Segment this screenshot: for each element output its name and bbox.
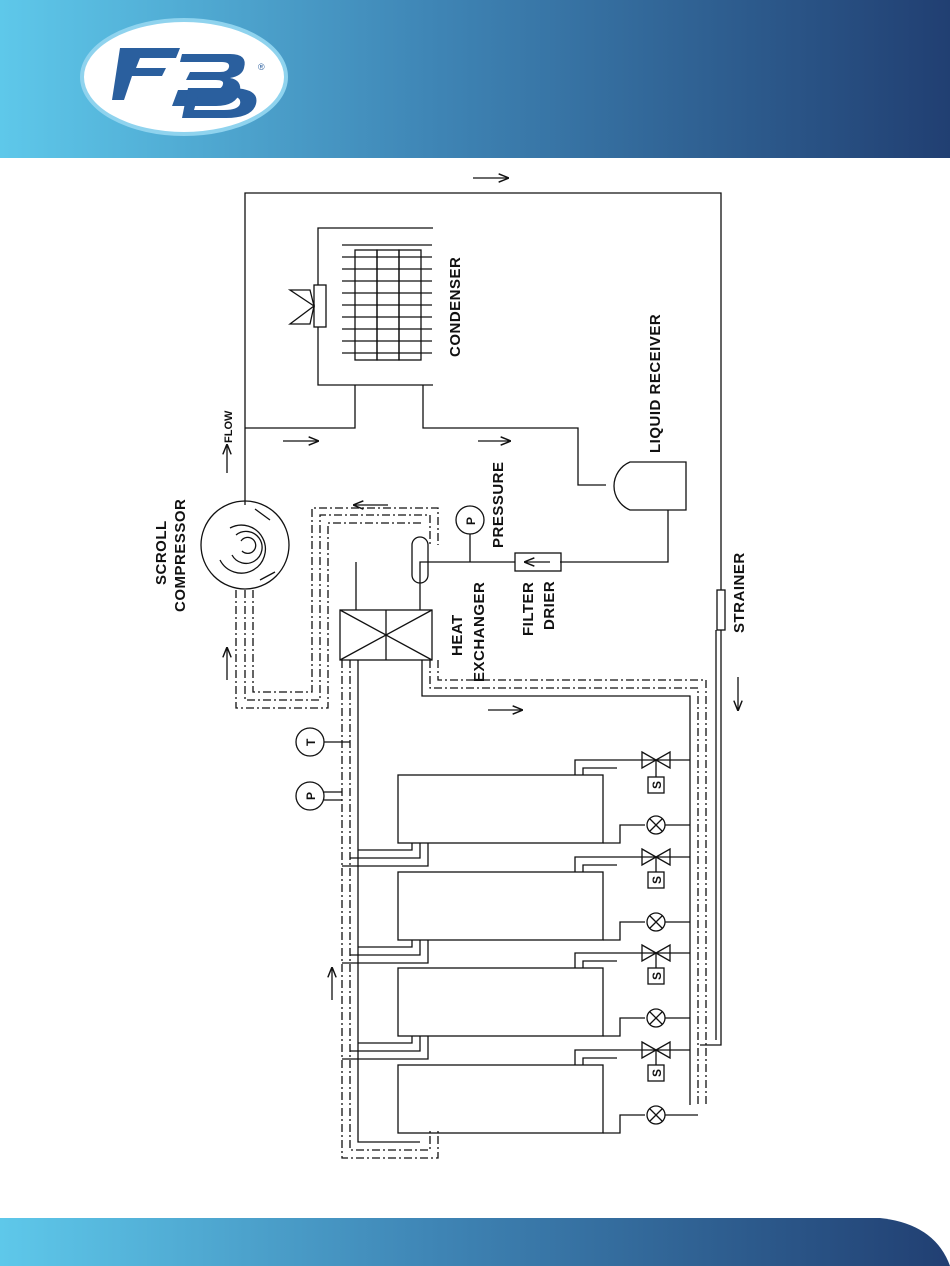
label-exchanger: EXCHANGER: [471, 582, 488, 682]
valve-group: [625, 752, 690, 834]
solenoid-symbol: S: [650, 1069, 664, 1077]
evaporator-unit: [342, 953, 645, 1059]
label-condenser: CONDENSER: [447, 257, 464, 357]
condenser: [290, 228, 433, 385]
label-drier: DRIER: [541, 581, 558, 630]
valve-group: [625, 945, 690, 1027]
label-scroll: SCROLL: [153, 520, 170, 585]
liquid-receiver: [614, 462, 686, 510]
label-liquid-receiver: LIQUID RECEIVER: [647, 314, 664, 453]
solenoid-symbol: S: [650, 781, 664, 789]
solenoid-symbol: S: [650, 876, 664, 884]
fbd-logo: ®: [80, 18, 288, 136]
pressure-symbol-bottom: P: [304, 792, 318, 800]
label-strainer: STRAINER: [731, 552, 748, 633]
registered-mark: ®: [258, 62, 265, 72]
solenoid-symbol: S: [650, 972, 664, 980]
scroll-compressor: [201, 501, 289, 589]
valve-group: [625, 1042, 698, 1124]
label-filter: FILTER: [520, 582, 537, 636]
label-compressor: COMPRESSOR: [172, 499, 189, 612]
label-flow: FLOW: [223, 410, 235, 443]
label-pressure: PRESSURE: [490, 461, 507, 548]
pressure-symbol-top: P: [464, 517, 478, 525]
evaporator-unit: [398, 1050, 645, 1133]
refrigeration-schematic: CONDENSER LIQUID RECEIVER FLOW SCROLL CO…: [0, 158, 950, 1218]
footer-banner: [0, 1218, 950, 1266]
evaporator-unit: [342, 760, 645, 866]
label-heat: HEAT: [449, 614, 466, 656]
evaporator-unit: [342, 857, 645, 963]
strainer: [717, 590, 725, 630]
temperature-symbol: T: [304, 738, 318, 746]
valve-group: [625, 849, 690, 931]
